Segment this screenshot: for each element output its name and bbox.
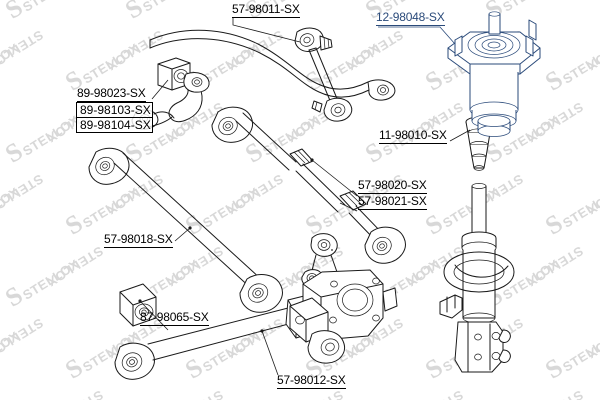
label-lateral-arm: 57-98018-SX (104, 232, 173, 248)
hub-carrier-part (289, 233, 398, 364)
label-bump-stop: 11-98010-SX (379, 128, 447, 144)
leader-lines (138, 18, 471, 376)
label-stabilizer-link: 57-98011-SX (232, 2, 300, 18)
label-track-rod-2: 57-98021-SX (358, 194, 427, 210)
label-bushing-1: 89-98023-SX (77, 86, 146, 102)
lateral-control-arm-part (88, 147, 283, 313)
strut-assembly-part (331, 183, 515, 373)
label-bushing-3: 89-98104-SX (80, 118, 151, 132)
arm-bushing-part (119, 283, 157, 327)
strut-mount-part-highlighted (447, 11, 541, 137)
stabilizer-link-part (294, 27, 353, 122)
label-trailing-arm: 57-98012-SX (277, 373, 346, 389)
stabilizer-bar-part (149, 29, 396, 101)
label-strut-mount-highlighted: 12-98048-SX (376, 10, 445, 26)
label-bushing-2: 89-98103-SX (77, 103, 152, 118)
label-bushing-group-box: 89-98103-SX 89-98104-SX (76, 102, 153, 133)
label-track-rod-1: 57-98020-SX (358, 178, 427, 194)
label-arm-bushing: 87-98065-SX (140, 310, 209, 326)
